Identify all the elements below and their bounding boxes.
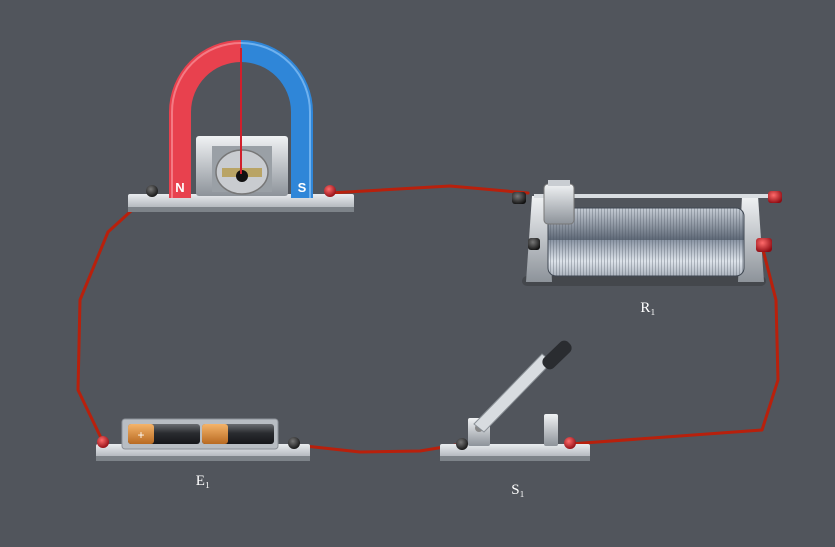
wire-galvanometer-right-to-rheostat[interactable] [328,184,530,195]
switch-handle[interactable] [540,338,574,372]
galvanometer-pivot [236,170,248,182]
magnet-north-arm [169,40,241,198]
battery[interactable]: + E₁ [96,418,310,489]
rheostat-terminal-bottom-right[interactable] [756,238,772,252]
pole-north-label: N [175,180,184,195]
switch-blade[interactable] [473,353,553,433]
switch-contact-clip [544,414,558,446]
switch-terminal-black[interactable] [456,438,468,450]
rheostat[interactable]: R₁ [512,180,782,316]
battery-terminal-black[interactable] [288,437,300,449]
rheostat-coil [548,208,744,276]
battery-plus-mark: + [137,428,144,442]
switch-label: S₁ [511,482,525,498]
rheostat-shadow [522,276,766,286]
battery-label: E₁ [196,473,210,489]
switch-base-edge [440,456,590,461]
pole-south-label: S [298,180,307,195]
galvanometer-terminal-black[interactable] [146,185,158,197]
switch-terminal-red[interactable] [564,437,576,449]
galvanometer[interactable]: N S [128,40,354,212]
rheostat-rod [534,194,768,198]
wire-rheostat-to-switch[interactable] [568,244,780,446]
battery-cell-1-cap [128,424,154,444]
wire-galvanometer-left-to-battery[interactable] [76,190,154,444]
battery-terminal-red[interactable] [97,436,109,448]
rheostat-slider-cap [548,180,570,186]
galvanometer-base-edge [128,207,354,212]
galvanometer-terminal-red[interactable] [324,185,336,197]
magnet-north-highlight [171,42,242,198]
rheostat-coil-outline [547,207,745,277]
switch[interactable]: S₁ [440,338,590,498]
rheostat-terminal-top-left[interactable] [512,192,526,204]
battery-base-edge [96,456,310,461]
battery-cell-2-cap [202,424,228,444]
magnet-south-highlight [240,42,311,198]
wire-battery-to-switch[interactable] [294,442,464,454]
magnet-south-arm [241,40,313,198]
rheostat-label: R₁ [640,300,655,316]
rheostat-slider[interactable] [543,183,575,225]
rheostat-terminal-bottom-left[interactable] [528,238,540,250]
switch-base [440,444,590,459]
rheostat-terminal-top-right[interactable] [768,191,782,203]
